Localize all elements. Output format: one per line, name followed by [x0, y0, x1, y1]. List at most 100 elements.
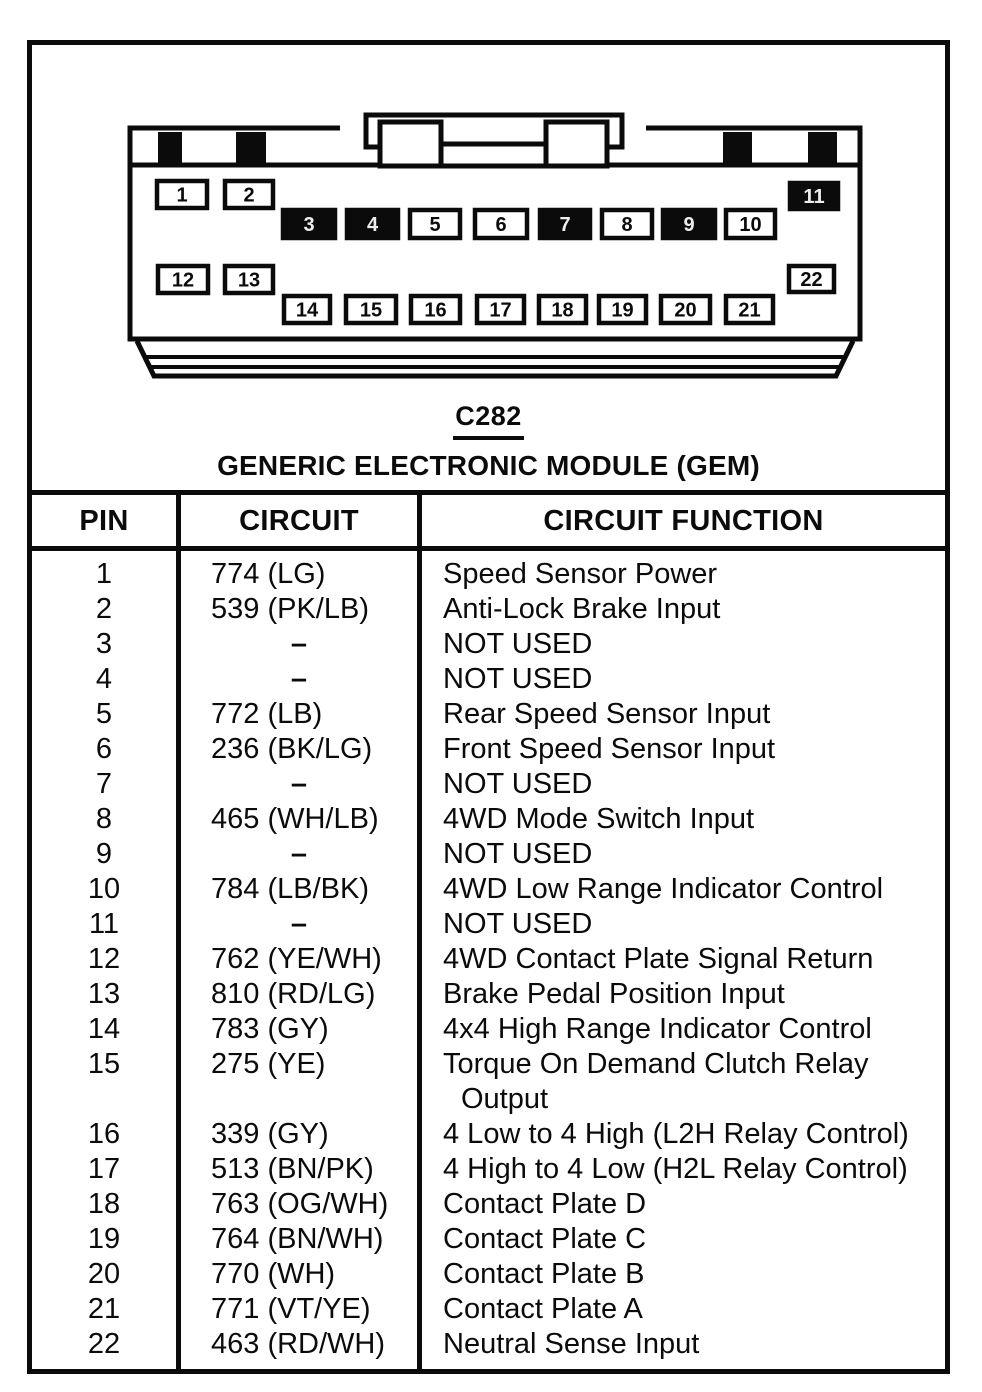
circuit-cell: 275 (YE)	[181, 1047, 422, 1117]
circuit-function-cell: Neutral Sense Input	[443, 1328, 700, 1360]
circuit-function-cell: 4WD Contact Plate Signal Return	[443, 943, 874, 975]
pin-number-cell: 7	[32, 767, 181, 802]
circuit-function-cell: Front Speed Sensor Input	[443, 733, 776, 765]
circuit-function-cell: NOT USED	[443, 838, 593, 870]
pin-17-box	[474, 293, 527, 326]
circuit-cell: 236 (BK/LG)	[181, 732, 422, 767]
pin-number-cell: 10	[32, 872, 181, 907]
circuit-cell: 774 (LG)	[181, 551, 422, 592]
pin-number-cell: 9	[32, 837, 181, 872]
pin-19-label: 19	[611, 300, 633, 322]
pin-4-label: 4	[367, 214, 379, 236]
pin-2-label: 2	[243, 185, 254, 207]
column-header-circuit-function: CIRCUIT FUNCTION	[422, 495, 945, 551]
pin-3-box	[280, 207, 338, 241]
pin-number-cell: 6	[32, 732, 181, 767]
circuit-cell: 771 (VT/YE)	[181, 1292, 422, 1327]
pin-20-box	[658, 293, 713, 326]
pin-15-label: 15	[360, 300, 382, 322]
pin-16-box	[408, 293, 463, 326]
circuit-cell: 784 (LB/BK)	[181, 872, 422, 907]
pin-7-box	[537, 207, 593, 241]
circuit-function-cell: Brake Pedal Position Input	[443, 978, 785, 1010]
circuit-cell: –	[181, 767, 422, 802]
circuit-function-cell: 4x4 High Range Indicator Control	[443, 1013, 872, 1045]
pin-number-cell: 17	[32, 1152, 181, 1187]
connector-key-tab	[363, 112, 625, 150]
circuit-cell: 772 (LB)	[181, 697, 422, 732]
pin-21-label: 21	[738, 300, 760, 322]
circuit-cell: –	[181, 662, 422, 697]
pin-22-label: 22	[800, 269, 822, 291]
pin-number-cell: 21	[32, 1292, 181, 1327]
pin-18-box	[536, 293, 589, 326]
pin-11-box	[787, 180, 841, 212]
circuit-function-cell: Torque On Demand Clutch Relay Output	[443, 1048, 869, 1115]
pin-6-label: 6	[495, 214, 506, 236]
keying-blocks	[158, 132, 837, 163]
pin-number-cell: 5	[32, 697, 181, 732]
circuit-function-cell: NOT USED	[443, 628, 593, 660]
circuit-cell: 539 (PK/LB)	[181, 592, 422, 627]
pin-14-box	[281, 293, 333, 326]
pin-7-label: 7	[559, 214, 570, 236]
key-tab-tower-right	[543, 119, 610, 169]
pin-4-box	[344, 207, 401, 241]
circuit-cell: 783 (GY)	[181, 1012, 422, 1047]
pin-number-cell: 3	[32, 627, 181, 662]
circuit-cell: 465 (WH/LB)	[181, 802, 422, 837]
circuit-cell: 810 (RD/LG)	[181, 977, 422, 1012]
circuit-cell: 770 (WH)	[181, 1257, 422, 1292]
pin-number-cell: 8	[32, 802, 181, 837]
connector-id-line: C282	[32, 401, 945, 440]
pin-number-cell: 1	[32, 551, 181, 592]
pin-3-label: 3	[303, 214, 314, 236]
pin-22-box	[786, 263, 837, 295]
circuit-function-cell: Contact Plate D	[443, 1188, 647, 1220]
circuit-cell: 764 (BN/WH)	[181, 1222, 422, 1257]
key-tab-recess	[438, 141, 549, 169]
circuit-function-cell: 4WD Mode Switch Input	[443, 803, 755, 835]
circuit-function-cell: NOT USED	[443, 768, 593, 800]
pin-14-label: 14	[296, 300, 319, 322]
pin-13-label: 13	[238, 270, 260, 292]
connector-title-block: C282 GENERIC ELECTRONIC MODULE (GEM)	[32, 401, 945, 482]
circuit-cell: 339 (GY)	[181, 1117, 422, 1152]
pin-number-cell: 15	[32, 1047, 181, 1117]
pin-number-cell: 2	[32, 592, 181, 627]
circuit-function-cell: 4 Low to 4 High (L2H Relay Control)	[443, 1118, 909, 1150]
circuit-function-cell: NOT USED	[443, 908, 593, 940]
circuit-function-cell: NOT USED	[443, 663, 593, 695]
circuit-function-cell: Contact Plate A	[443, 1293, 643, 1325]
circuit-cell: 762 (YE/WH)	[181, 942, 422, 977]
circuit-function-cell: Contact Plate B	[443, 1258, 645, 1290]
pin-18-label: 18	[551, 300, 573, 322]
circuit-cell: 513 (BN/PK)	[181, 1152, 422, 1187]
circuit-cell: 463 (RD/WH)	[181, 1327, 422, 1369]
pin-17-label: 17	[489, 300, 511, 322]
column-header-pin: PIN	[32, 495, 181, 551]
pin-number-cell: 19	[32, 1222, 181, 1257]
pin-10-label: 10	[739, 214, 761, 236]
circuit-cell: –	[181, 837, 422, 872]
circuit-function-cell: Rear Speed Sensor Input	[443, 698, 771, 730]
pin-2-box	[222, 178, 276, 211]
pin-8-label: 8	[621, 214, 632, 236]
circuit-cell: –	[181, 627, 422, 662]
pin-11-label: 11	[803, 186, 824, 208]
pin-number-cell: 16	[32, 1117, 181, 1152]
pin-5-box	[407, 207, 463, 241]
pin-5-label: 5	[429, 214, 440, 236]
circuit-function-cell: 4WD Low Range Indicator Control	[443, 873, 884, 905]
pin-number-cell: 20	[32, 1257, 181, 1292]
circuit-function-cell: Speed Sensor Power	[443, 558, 718, 590]
pin-9-label: 9	[683, 214, 694, 236]
pin-19-box	[596, 293, 649, 326]
pin-8-box	[599, 207, 655, 241]
pin-number-cell: 14	[32, 1012, 181, 1047]
pin-6-box	[472, 207, 530, 241]
